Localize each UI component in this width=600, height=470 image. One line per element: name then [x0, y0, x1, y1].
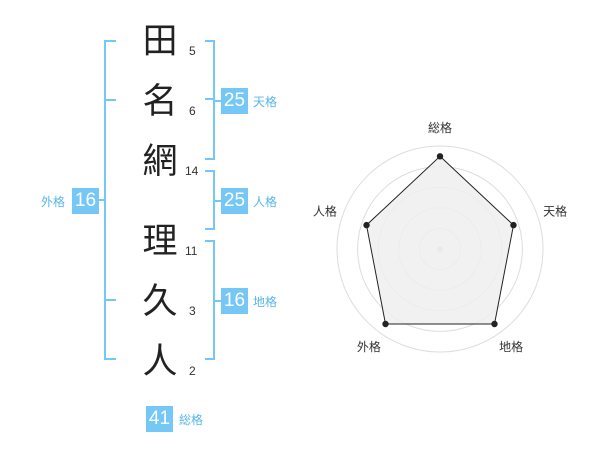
tenkaku-bracket-stub [213, 100, 221, 102]
gaikaku-label: 外格 [41, 195, 66, 209]
tenkaku-badge: 25 [221, 88, 248, 114]
radar-axis-label-2: 天格 [543, 204, 567, 219]
gaikaku-bracket-tick [104, 99, 116, 101]
name-char-3: 網 [142, 142, 178, 182]
name-char-5: 久 [142, 282, 178, 322]
tenkaku-bracket-bottom [205, 98, 215, 100]
radar-point-1 [436, 153, 444, 160]
tenkaku-label: 天格 [253, 95, 278, 109]
chikaku-label: 地格 [253, 295, 278, 309]
chikaku-badge: 16 [221, 288, 248, 314]
stroke-count-1: 5 [189, 44, 196, 58]
tenkaku-bracket-top [205, 40, 215, 42]
gaikaku-bracket-bottom [104, 358, 116, 360]
soukaku-label: 総格 [179, 413, 204, 427]
radar-points [363, 153, 517, 328]
gaikaku-bracket-tick [104, 299, 116, 301]
jinkaku-label: 人格 [253, 195, 278, 209]
name-char-6: 人 [142, 342, 178, 382]
radar-axis-label-1: 総格 [428, 120, 452, 135]
radar-point-4 [382, 320, 389, 328]
jinkaku-bracket-bottom [205, 228, 215, 230]
name-char-1: 田 [142, 22, 178, 62]
jinkaku-bracket-stub [213, 200, 221, 202]
radar-point-2 [510, 221, 517, 229]
radar-axis-label-5: 人格 [313, 204, 337, 219]
tenkaku-bracket-lower [213, 100, 215, 160]
soukaku-badge: 41 [146, 406, 173, 432]
name-char-2: 名 [142, 82, 178, 122]
name-char-4: 理 [142, 222, 178, 262]
chikaku-bracket-stub [213, 300, 221, 302]
jinkaku-badge: 25 [221, 188, 248, 214]
chikaku-bracket-top [205, 240, 215, 242]
stroke-count-2: 6 [189, 104, 196, 118]
radar-ring [336, 145, 544, 353]
stroke-count-3: 14 [185, 164, 199, 178]
stroke-count-4: 11 [185, 244, 198, 258]
chikaku-bracket-bottom [205, 358, 215, 360]
radar-point-3 [491, 320, 498, 328]
gaikaku-bracket-top [104, 40, 116, 42]
jinkaku-bracket-top [205, 170, 215, 172]
gaikaku-badge: 16 [72, 188, 99, 214]
gaikaku-bracket-stub [96, 199, 106, 201]
radar-point-5 [363, 221, 370, 229]
stroke-count-6: 2 [189, 364, 196, 378]
radar-plot-area [365, 155, 515, 325]
radar-axis-label-4: 外格 [357, 339, 381, 354]
stroke-count-5: 3 [189, 304, 196, 318]
radar-axis-label-3: 地格 [499, 339, 523, 354]
tenkaku-bracket-vertical [213, 40, 215, 100]
tenkaku-bracket-end [205, 158, 215, 160]
